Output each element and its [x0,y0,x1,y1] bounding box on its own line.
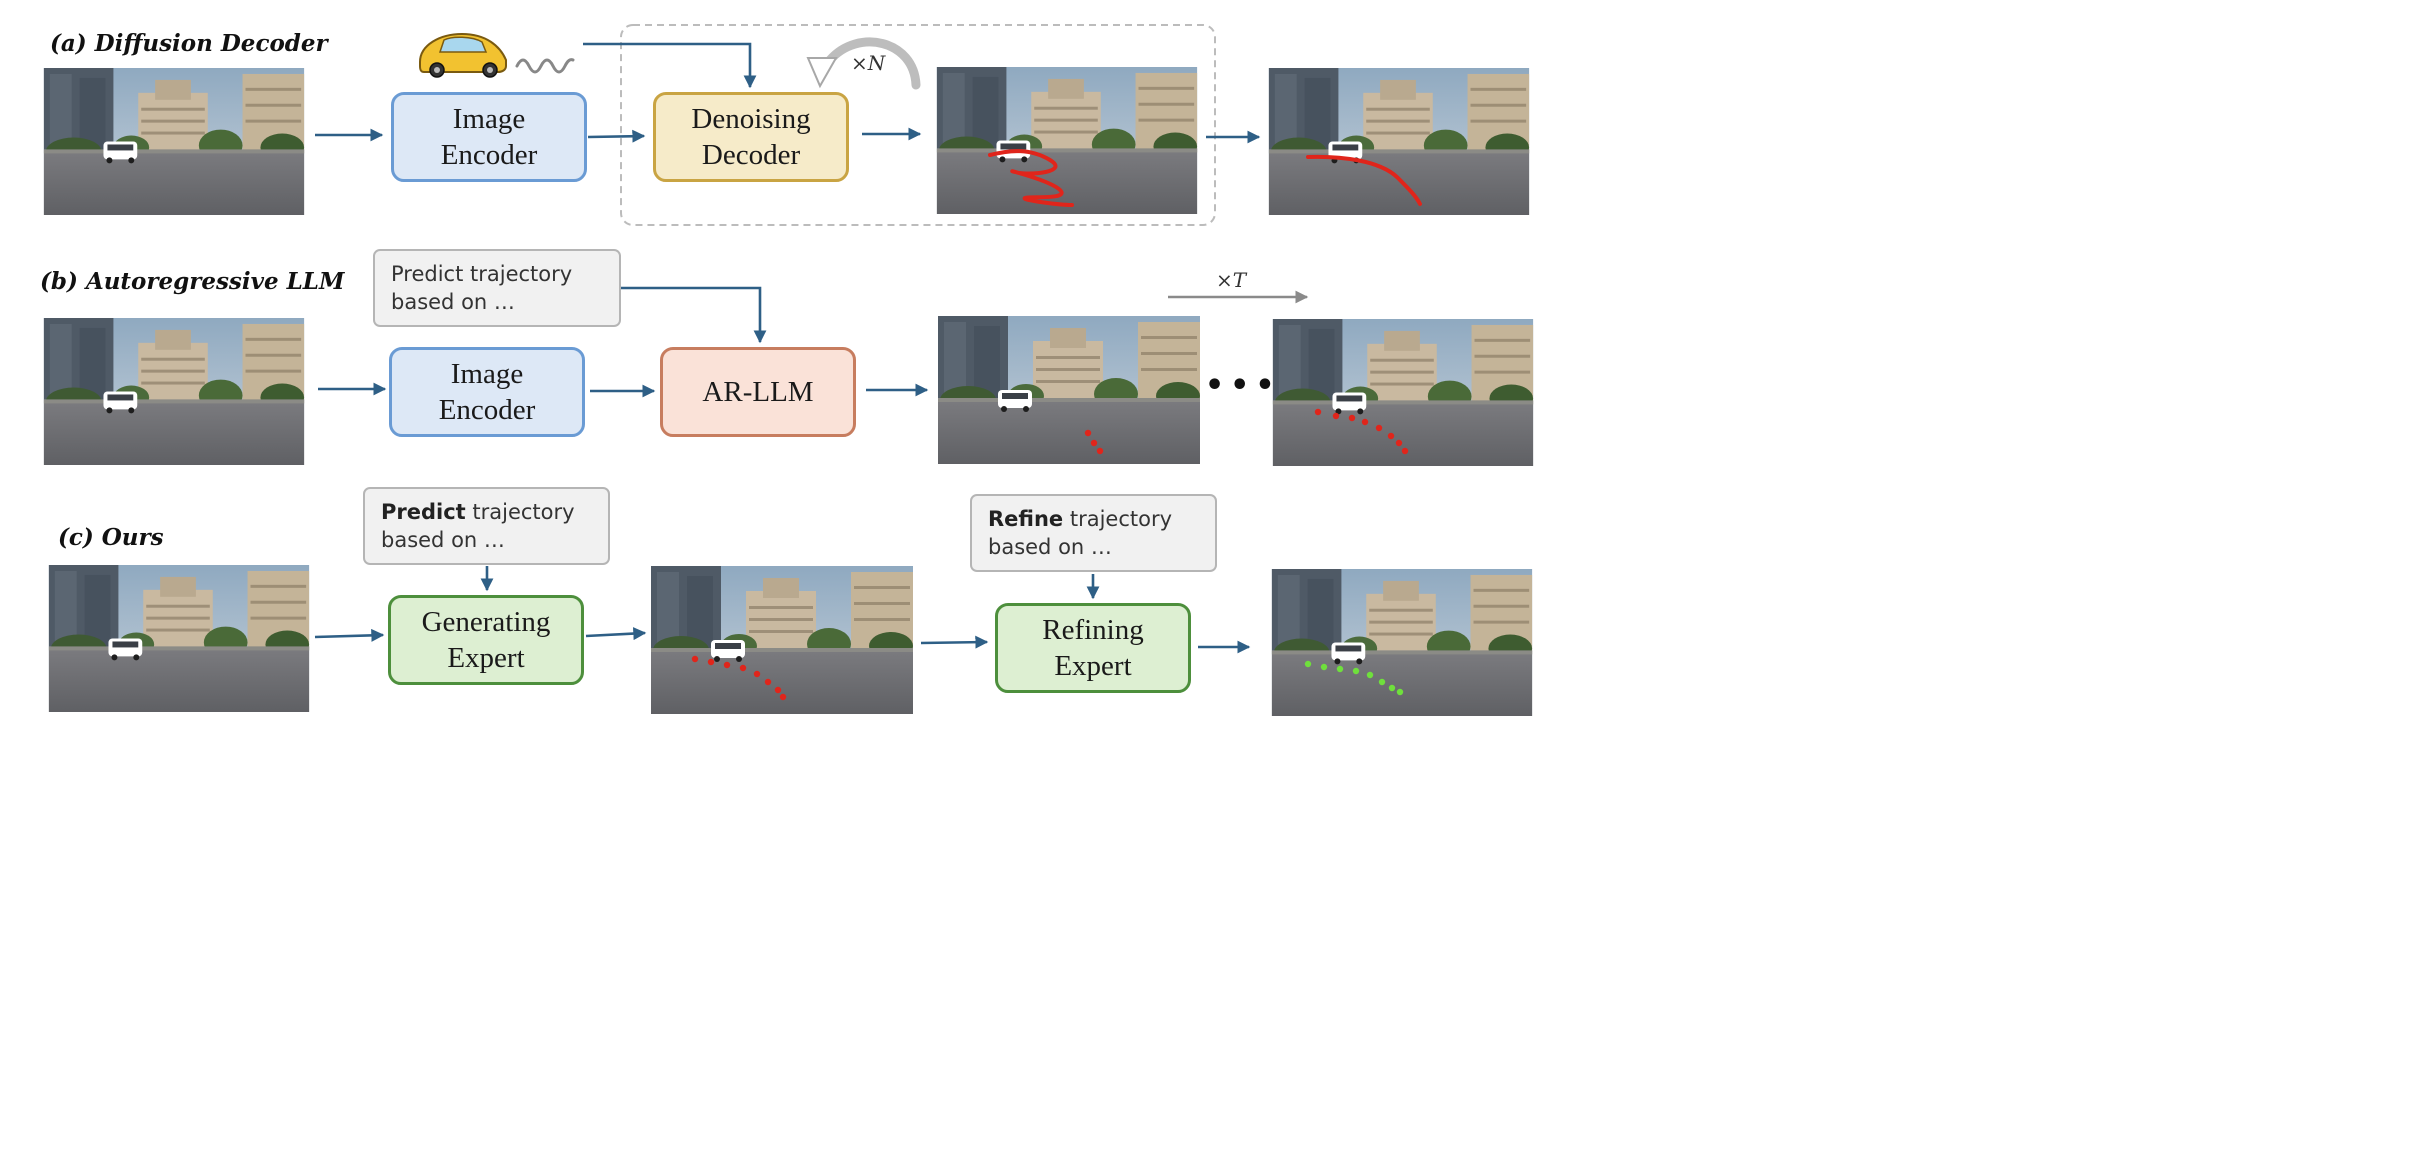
prompt-b-line1: Predict trajectory [391,262,573,286]
prompt-refine-keyword: Refine [988,507,1064,531]
prompt-predict-keyword: Predict [381,500,466,524]
arrow-prompt-to-llm-b [621,286,767,344]
curved-repeat-arrowhead [806,57,838,89]
section-label-diffusion: (a) Diffusion Decoder [50,30,328,57]
trajectory-c-coarse-dot-2 [723,661,731,669]
arrow-image-to-refiner-c [920,635,989,649]
input-image-a [43,68,305,215]
arrow-noise-to-decoder [583,42,757,89]
trajectory-b-stepT-dot-3 [1361,418,1369,426]
prompt-box-b: Predict trajectory based on … [373,249,621,327]
trajectory-c-refined-dot-2 [1336,665,1344,673]
image-encoder-box-a: Image Encoder [391,92,587,182]
trajectory-c-refined-dot-7 [1396,688,1404,696]
diagram-canvas [43,24,1534,716]
trajectory-image-b-stepT [1272,319,1534,466]
ar-llm-box: AR-LLM [660,347,856,437]
trajectory-b-step1-dot-1 [1090,439,1098,447]
trajectory-c-coarse-dot-6 [774,686,782,694]
trajectory-b-stepT-dot-4 [1375,424,1383,432]
prompt-refine-rest: trajectory [1063,507,1173,531]
noise-squiggle-icon [515,58,575,74]
repeat-t-label: ×T [1216,268,1247,292]
image-encoder-label-b: Image Encoder [438,358,536,426]
input-image-c [48,565,310,712]
trajectory-b-stepT-dot-6 [1395,439,1403,447]
arrow-input-to-generator-c [314,628,385,642]
image-encoder-label-a: Image Encoder [440,103,538,171]
trajectory-image-b-step1 [938,316,1200,464]
output-image-a [1268,68,1530,215]
trajectory-c-coarse-dot-4 [753,670,761,678]
trajectory-c-refined-dot-6 [1388,684,1396,692]
trajectory-c-coarse-dot-5 [764,678,772,686]
trajectory-c-refined-dot-4 [1366,671,1374,679]
refining-expert-label: Refining Expert [1042,614,1144,682]
noisy-trajectory-line [988,149,1074,207]
trajectory-b-stepT-dot-5 [1387,432,1395,440]
trajectory-c-coarse-dot-7 [779,693,787,701]
denoising-loop-region [620,24,1216,226]
repeat-n-label: ×N [851,51,886,75]
trajectory-c-coarse-dot-1 [707,658,715,666]
prompt-refine-line2: based on … [988,535,1112,559]
section-label-autoregressive: (b) Autoregressive LLM [40,268,345,295]
trajectory-c-coarse-dot-3 [739,664,747,672]
trajectory-c-coarse-dot-0 [691,655,699,663]
denoising-decoder-label: Denoising Decoder [691,103,811,171]
coarse-trajectory-image-c [651,566,913,714]
noisy-trajectory-image-a [936,67,1198,214]
denoising-decoder-box: Denoising Decoder [653,92,849,182]
trajectory-b-stepT-dot-2 [1348,414,1356,422]
trajectory-b-stepT-dot-1 [1332,412,1340,420]
generating-expert-label: Generating Expert [421,606,551,674]
trajectory-c-refined-dot-5 [1378,678,1386,686]
trajectory-b-stepT-dot-0 [1314,408,1322,416]
image-encoder-box-b: Image Encoder [389,347,585,437]
sequence-ellipsis: ••• [1205,368,1281,403]
trajectory-b-step1-dot-0 [1084,429,1092,437]
arrow-encoder-to-decoder-a [587,129,646,143]
yellow-car-icon [419,32,507,78]
prompt-predict-rest: trajectory [465,500,575,524]
trajectory-b-stepT-dot-7 [1401,447,1409,455]
trajectory-c-refined-dot-1 [1320,663,1328,671]
generating-expert-box: Generating Expert [388,595,584,685]
prompt-refine-line1: Refine trajectory [988,505,1199,533]
trajectory-b-step1-dot-2 [1096,447,1104,455]
prompt-box-refine: Refine trajectory based on … [970,494,1217,572]
curved-repeat-arrow-icon [817,37,921,90]
arrow-generator-to-image-c [585,627,647,641]
prompt-predict-line1: Predict trajectory [381,498,592,526]
prompt-box-predict: Predict trajectory based on … [363,487,610,565]
refining-expert-box: Refining Expert [995,603,1191,693]
trajectory-c-refined-dot-0 [1304,660,1312,668]
ar-llm-label: AR-LLM [702,376,814,408]
denoised-trajectory-line [1306,154,1422,206]
prompt-predict-line2: based on … [381,528,505,552]
section-label-ours: (c) Ours [58,524,164,551]
input-image-b [43,318,305,465]
prompt-b-line2: based on … [391,290,515,314]
trajectory-c-refined-dot-3 [1352,667,1360,675]
